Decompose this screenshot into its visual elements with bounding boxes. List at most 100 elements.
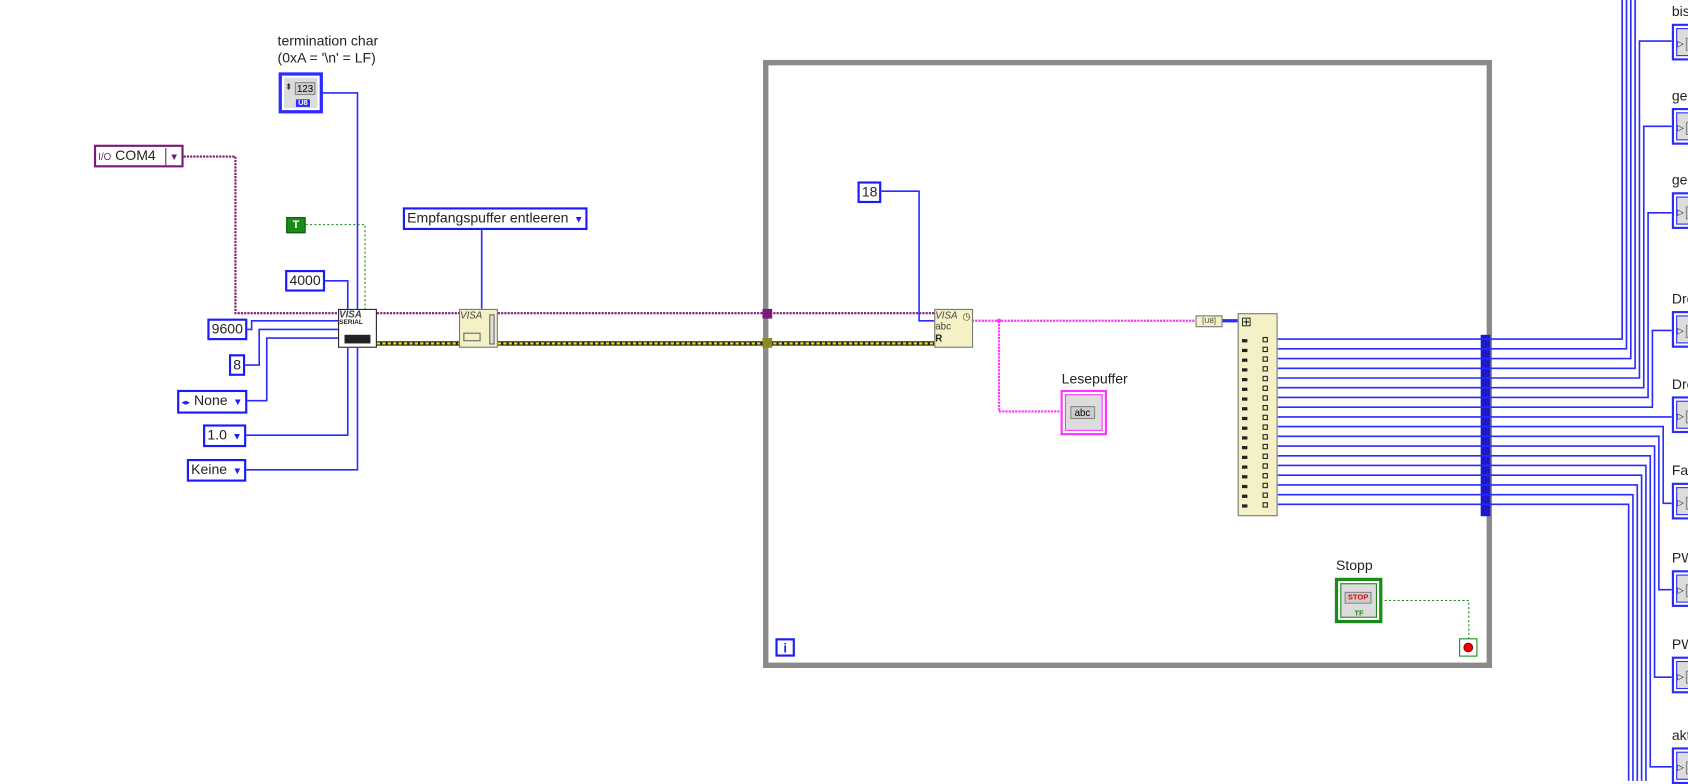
numeric-indicator[interactable]: ▷1.2: [1671, 108, 1688, 145]
flush-mask-enum[interactable]: Empfangspuffer entleeren ▼: [402, 207, 588, 231]
visa-configure-serial-node[interactable]: VISA SERIAL: [338, 308, 377, 348]
numeric-indicator[interactable]: ▷1.2: [1671, 396, 1688, 434]
numeric-display: 1.2: [1685, 206, 1688, 220]
element-output-icon: [1262, 366, 1268, 372]
chevron-down-icon[interactable]: ▼: [232, 465, 243, 477]
slider-icon: [489, 314, 495, 345]
index-row: [1242, 501, 1274, 510]
index-row: [1242, 433, 1274, 442]
numeric-indicator[interactable]: ▷1.2: [1671, 747, 1688, 784]
element-output-icon: [1262, 336, 1268, 343]
numeric-indicator[interactable]: ▷1.2: [1671, 482, 1688, 520]
index-row: [1242, 462, 1274, 471]
visa-read-node[interactable]: VISA abc R ◷: [934, 308, 974, 348]
index-input-icon: [1242, 436, 1248, 440]
numeric-indicator[interactable]: ▷1.2: [1671, 311, 1688, 348]
index-input-icon: [1242, 348, 1248, 353]
index-input-icon: [1242, 397, 1248, 401]
chevron-down-icon[interactable]: ▼: [165, 147, 179, 166]
stop-bits-value: 1.0: [207, 426, 227, 443]
stop-wire: [1380, 599, 1470, 640]
indicator-label: bis: [1671, 3, 1688, 20]
stop-bits-enum[interactable]: 1.0 ▼: [203, 424, 247, 448]
index-array-node[interactable]: ⊞: [1237, 313, 1278, 517]
numeric-display: 1.2: [1685, 37, 1688, 51]
index-input-icon: [1242, 358, 1248, 362]
buffer-icon: [463, 332, 481, 342]
termination-char-label-1: termination char: [277, 32, 379, 49]
read-buffer-label: Lesepuffer: [1061, 370, 1128, 387]
stop-label: Stopp: [1335, 557, 1373, 574]
byte-count-constant[interactable]: 18: [857, 181, 882, 204]
string-display: abc: [1070, 406, 1095, 420]
output-wire: [1277, 464, 1647, 781]
timer-icon: ◷: [962, 311, 971, 322]
input-arrow-icon: ▷: [1677, 326, 1684, 336]
index-row: [1242, 472, 1274, 481]
numeric-indicator[interactable]: ▷1.2: [1671, 23, 1688, 61]
element-output-icon: [1262, 443, 1268, 450]
index-input-icon: [1242, 416, 1248, 421]
type-badge: U8: [295, 99, 310, 107]
flow-control-value: Keine: [191, 461, 228, 478]
chevron-down-icon[interactable]: ▼: [232, 396, 243, 408]
index-input-icon: [1242, 407, 1248, 411]
index-input-icon: [1242, 387, 1248, 391]
index-row: [1242, 453, 1274, 462]
stop-if-true-icon: [1463, 642, 1474, 653]
numeric-indicator[interactable]: ▷1.2: [1671, 656, 1688, 694]
indicator-label: ger: [1671, 171, 1688, 188]
visa-resource-control[interactable]: I/O COM4 ▼: [93, 144, 184, 168]
index-row: [1242, 404, 1274, 413]
timeout-constant[interactable]: 4000: [285, 270, 325, 292]
data-bits-constant[interactable]: 8: [228, 354, 246, 376]
node-title: VISA: [339, 308, 362, 320]
parity-enum[interactable]: ◂▸ None▼: [177, 389, 247, 414]
serial-port-icon: [344, 334, 371, 344]
stop-button-terminal[interactable]: STOP TF: [1334, 577, 1383, 624]
output-wire: [1277, 484, 1639, 781]
string-to-byte-array-node[interactable]: [U8]: [1195, 315, 1223, 328]
visa-resource-wire: [170, 155, 339, 315]
element-output-icon: [1262, 492, 1268, 498]
read-buffer-indicator[interactable]: abc: [1060, 389, 1107, 436]
indicator-label: PW: [1671, 636, 1688, 653]
wire-junction: [996, 318, 1002, 323]
iteration-terminal: i: [775, 638, 795, 657]
numeric-indicator[interactable]: ▷1.2: [1671, 570, 1688, 607]
numeric-display: 1.2: [1685, 410, 1688, 424]
enable-term-wire: [305, 224, 366, 312]
chevron-down-icon[interactable]: ▼: [573, 213, 584, 225]
element-output-icon: [1262, 414, 1268, 421]
element-output-icon: [1262, 502, 1268, 508]
element-output-icon: [1262, 375, 1268, 382]
true-constant[interactable]: T: [286, 217, 306, 234]
visa-flush-node[interactable]: VISA: [459, 308, 498, 348]
io-icon: I/O: [98, 151, 112, 162]
termination-char-control[interactable]: ⬍ 123 U8: [278, 72, 323, 114]
termination-char-wire: [244, 92, 359, 471]
output-wire: [1277, 454, 1672, 768]
element-output-icon: [1262, 434, 1268, 440]
output-wire: [1277, 0, 1628, 350]
loop-condition-terminal[interactable]: [1459, 638, 1478, 657]
element-output-icon: [1262, 385, 1268, 391]
output-wire: [1277, 0, 1636, 370]
numeric-indicator[interactable]: ▷1.2: [1671, 192, 1688, 229]
index-input-icon: [1242, 426, 1248, 430]
output-wire: [1277, 435, 1672, 591]
visa-resource-value: COM4: [115, 146, 156, 164]
flush-mask-value: Empfangspuffer entleeren: [407, 209, 569, 226]
output-wire: [1277, 40, 1672, 379]
index-row: [1242, 355, 1274, 364]
array-icon: ⊞: [1240, 314, 1252, 330]
while-loop-frame[interactable]: [763, 59, 1493, 668]
chevron-down-icon[interactable]: ▼: [232, 430, 242, 442]
error-tunnel: [762, 338, 773, 348]
index-row: [1242, 365, 1274, 374]
index-input-icon: [1242, 475, 1248, 479]
baud-rate-constant[interactable]: 9600: [207, 318, 248, 341]
spinner-icon[interactable]: ⬍: [285, 82, 293, 92]
flow-control-enum[interactable]: Keine ▼: [186, 459, 247, 482]
